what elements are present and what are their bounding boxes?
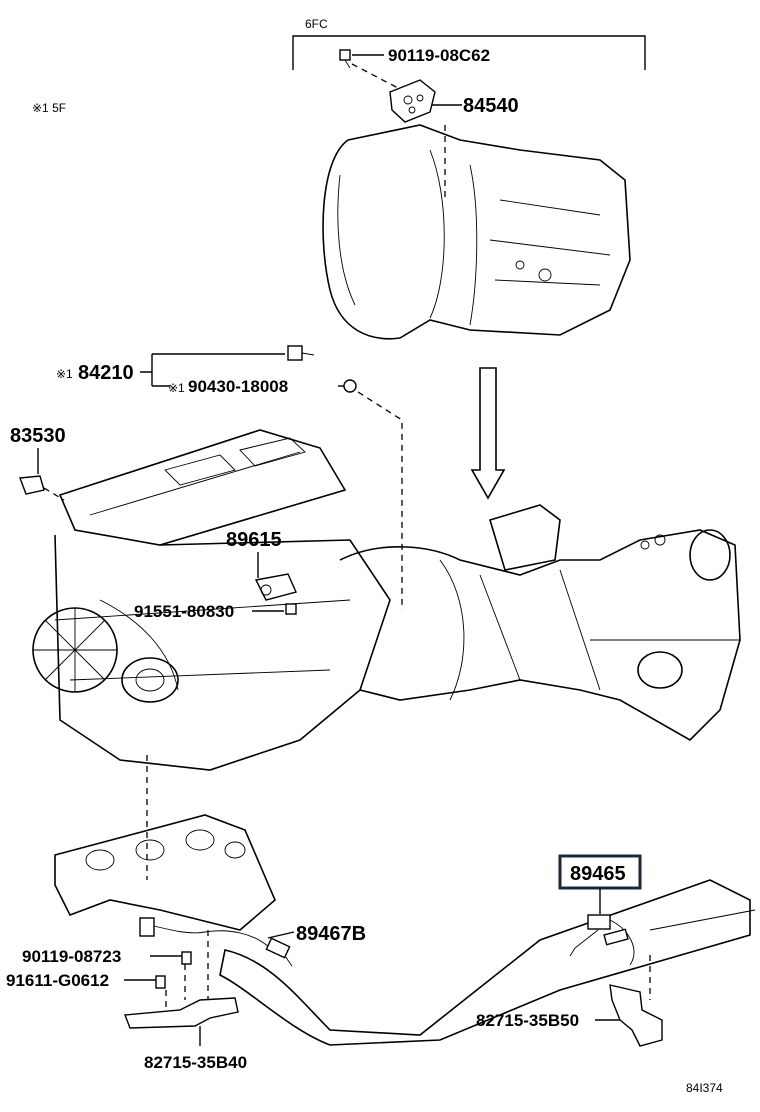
sensor-icon — [19, 475, 45, 495]
part-82715-35B50[interactable]: 82715-35B50 — [476, 1011, 579, 1030]
part-90430-18008[interactable]: 90430-18008 — [188, 377, 288, 396]
bolt-icon — [155, 975, 166, 989]
transmission-icon — [322, 124, 631, 340]
part-89467B[interactable]: 89467B — [296, 923, 366, 945]
part-89615[interactable]: 89615 — [226, 529, 282, 551]
bolt-icon — [343, 379, 357, 393]
bracket-icon — [609, 984, 663, 1047]
arrow-down-icon — [470, 367, 506, 500]
variant-bracket — [292, 35, 646, 70]
part-91611-G0612[interactable]: 91611-G0612 — [6, 971, 109, 990]
part-84540[interactable]: 84540 — [463, 95, 519, 117]
mark-90430-18008: ※1 — [168, 381, 185, 395]
bolt-icon — [285, 603, 297, 615]
variant-note: ※1 5F — [32, 101, 66, 115]
part-89465[interactable]: 89465 — [570, 863, 626, 885]
bolt-icon — [181, 951, 192, 965]
bolt-icon — [339, 49, 351, 69]
diagram-id: 84I374 — [686, 1081, 723, 1095]
part-84210[interactable]: 84210 — [78, 362, 134, 384]
mark-84210: ※1 — [56, 367, 73, 381]
part-90119-08723[interactable]: 90119-08723 — [22, 947, 121, 966]
part-89465-box — [558, 854, 642, 890]
bracket-icon — [124, 997, 239, 1029]
sensor-icon — [287, 345, 315, 361]
variant-code: 6FC — [305, 17, 328, 31]
sensor-icon — [139, 917, 293, 967]
part-82715-35B40[interactable]: 82715-35B40 — [144, 1053, 247, 1072]
engine-icon — [32, 429, 741, 771]
part-83530[interactable]: 83530 — [10, 425, 66, 447]
part-90119-08C62[interactable]: 90119-08C62 — [388, 46, 490, 65]
sensor-icon — [254, 573, 297, 601]
sensor-icon — [569, 914, 629, 957]
sensor-icon — [389, 79, 436, 123]
exhaust-pipe-icon — [219, 879, 756, 1046]
exhaust-manifold-icon — [54, 814, 276, 931]
part-91551-80830[interactable]: 91551-80830 — [134, 602, 234, 621]
